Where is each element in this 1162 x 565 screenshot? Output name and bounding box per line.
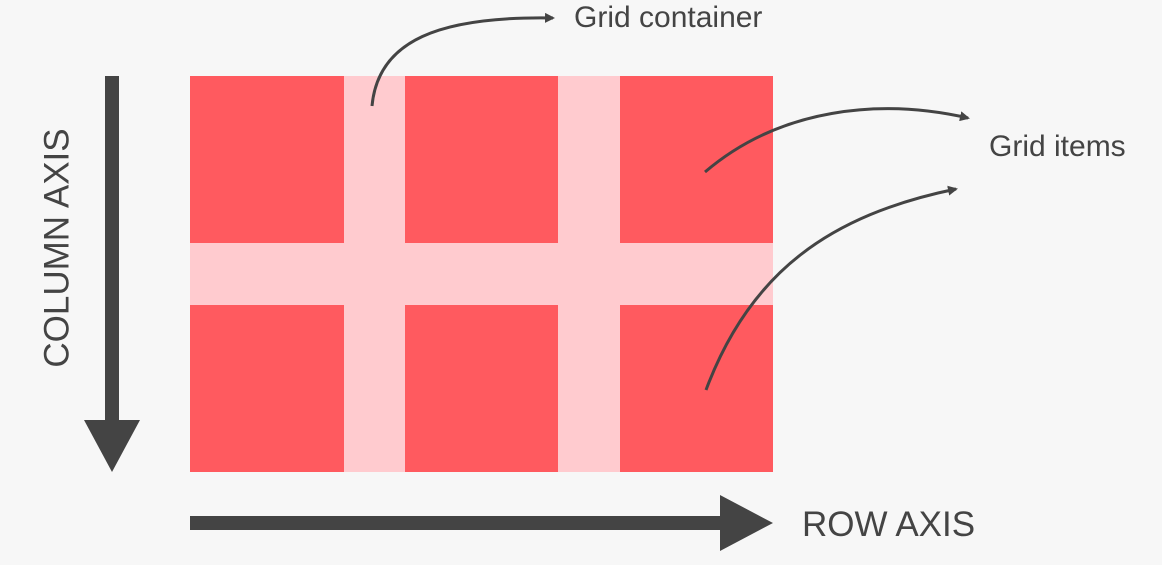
grid-container-pointer-arrow	[370, 12, 555, 107]
grid-items-label: Grid items	[989, 130, 1126, 163]
grid-item	[405, 76, 558, 243]
grid-item	[405, 305, 558, 472]
column-axis-label: COLUMN AXIS	[37, 128, 77, 368]
grid-items-pointer-arrow-lower	[704, 185, 958, 391]
grid-items-pointer-arrow-upper	[704, 107, 970, 174]
grid-item	[620, 305, 773, 472]
grid-item	[190, 76, 344, 243]
row-axis-arrow	[190, 495, 773, 551]
row-axis-label: ROW AXIS	[802, 505, 976, 544]
column-axis-arrow	[84, 76, 140, 472]
grid-item	[190, 305, 344, 472]
grid-container-label: Grid container	[574, 1, 763, 34]
grid-item	[620, 76, 773, 243]
